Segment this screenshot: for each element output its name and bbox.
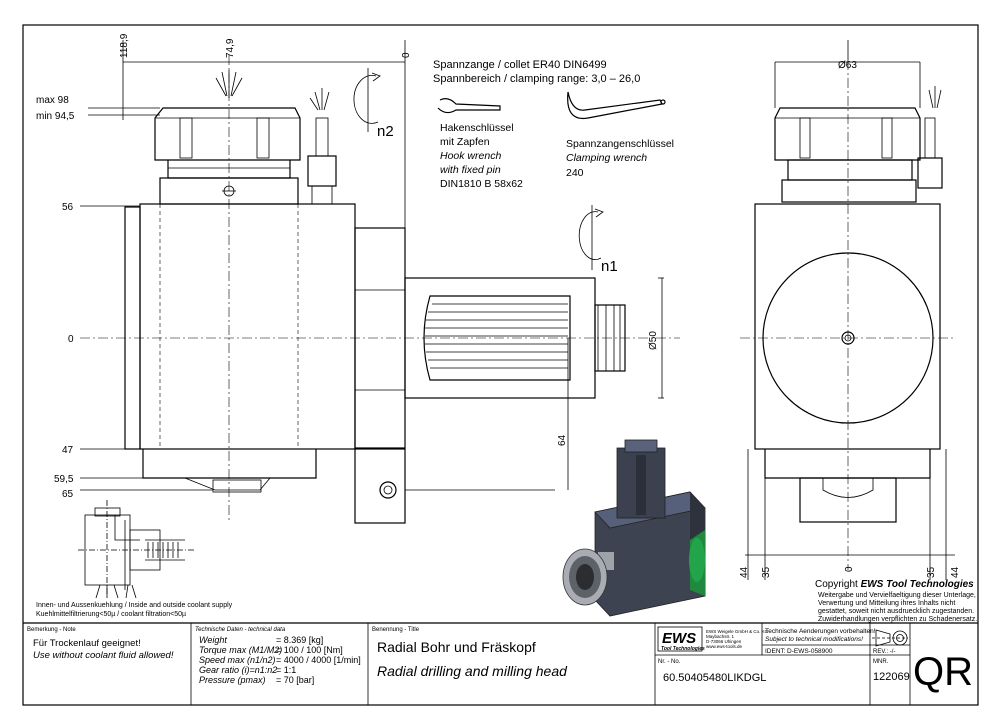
dim-dia50: Ø50: [648, 331, 659, 350]
copyright-line-3: gestattet, soweit nicht ausdruecklich zu…: [818, 608, 974, 615]
title-de: Radial Bohr und Fräskopf: [377, 639, 536, 655]
dim-br-35b: 35: [926, 566, 937, 578]
collet-note: Spannzange / collet ER40 DIN6499: [433, 59, 607, 71]
projection-symbol-icon: [872, 629, 908, 647]
tech-name-4: Pressure (pmax): [199, 675, 266, 685]
tech-label: Technische Daten - technical data: [195, 627, 286, 633]
copyright-title: Copyright EWS Tool Technologies: [815, 579, 974, 590]
ews-logo-sub: Tool Technologies: [661, 646, 705, 652]
nr-value: 60.50405480LIKDGL: [663, 672, 766, 684]
dim-1189: 118,9: [119, 33, 130, 58]
dim-0-top: 0: [401, 52, 412, 58]
remark-de: Für Trockenlauf geeignet!: [33, 638, 141, 649]
coolant-note-2: Kuehlmittelfiltrierung<50µ / coolant fil…: [36, 611, 186, 618]
copyright-line-4: Zuwiderhandlungen verpflichten zu Schade…: [818, 616, 977, 623]
tech-name-0: Weight: [199, 635, 227, 645]
dim-br-35a: 35: [761, 566, 772, 578]
clamping-wrench-l1: Spannzangenschlüssel: [566, 138, 674, 150]
tech-value-4: = 70 [bar]: [276, 675, 314, 685]
n2-label: n2: [377, 123, 394, 140]
company-line-1: EWS Weigele GmbH & Co. KG: [706, 629, 769, 634]
hook-wrench-l1: Hakenschlüssel: [440, 122, 514, 134]
dim-47: 47: [62, 445, 74, 456]
company-line-4: www.ews-tools.de: [706, 644, 743, 649]
clamping-wrench-icon: [567, 91, 666, 120]
coolant-note-1: Innen- und Aussenkuehlung / Inside and o…: [36, 602, 233, 609]
dim-64: 64: [557, 434, 568, 446]
tech-value-1: = 100 / 100 [Nm]: [276, 645, 343, 655]
ews-logo: EWS: [662, 630, 696, 647]
sheet-border: [22, 24, 979, 706]
rotation-n2-symbol: [353, 68, 381, 132]
hook-wrench-icon: [437, 98, 501, 114]
isometric-render: [562, 439, 706, 617]
dim-dia63: Ø63: [838, 60, 857, 71]
ews-logo-box: [657, 626, 703, 652]
dim-65: 65: [62, 489, 74, 500]
remark-label: Bemerkung - Note: [27, 627, 76, 633]
side-view: [740, 40, 955, 580]
company-line-3: D-73066 Uhingen: [706, 639, 742, 644]
n1-label: n1: [601, 258, 618, 275]
hook-wrench-l2: mit Zapfen: [440, 136, 490, 148]
dim-56: 56: [62, 202, 74, 213]
ident-label: IDENT:: [765, 648, 786, 655]
dim-0-left: 0: [68, 334, 74, 345]
dim-min945: min 94,5: [36, 111, 75, 122]
company-line-2: Maybachstr. 1: [706, 634, 735, 639]
tech-value-2: = 4000 / 4000 [1/min]: [276, 655, 361, 665]
remark-en: Use without coolant fluid allowed!: [33, 650, 174, 661]
tech-name-2: Speed max (n1/n2): [199, 655, 276, 665]
dim-br-0: 0: [844, 566, 855, 572]
title-en: Radial drilling and milling head: [377, 663, 568, 679]
ident-value: D-EWS-058900: [787, 648, 833, 655]
hook-wrench-l4: with fixed pin: [440, 164, 501, 176]
title-label: Benennung - Title: [372, 627, 420, 633]
tech-name-1: Torque max (M1/M2): [199, 645, 282, 655]
hook-wrench-l3: Hook wrench: [440, 150, 501, 162]
mnr-label: MNR.: [873, 659, 889, 665]
rotation-n1-symbol: [578, 205, 604, 270]
hook-wrench-l5: DIN1810 B 58x62: [440, 178, 523, 190]
front-view: [80, 55, 680, 524]
coolant-schematic: [78, 500, 195, 599]
dim-br-44b: 44: [950, 566, 961, 578]
rev-label: REV.: -/-: [873, 649, 895, 655]
dim-749: 74,9: [225, 38, 236, 58]
dim-595: 59,5: [54, 474, 74, 485]
clamping-range-note: Spannbereich / clamping range: 3,0 – 26,…: [433, 73, 640, 85]
dim-br-44a: 44: [739, 566, 750, 578]
qr-mark: QR: [913, 650, 973, 694]
clamping-wrench-l3: 240: [566, 167, 584, 179]
copyright-line-1: Weitergabe und Vervielfaeltigung dieser …: [818, 592, 976, 599]
dim-max98: max 98: [36, 95, 69, 106]
copyright-line-2: Verwertung und Mitteilung ihres Inhalts …: [818, 600, 955, 607]
tech-value-0: = 8.369 [kg]: [276, 635, 323, 645]
front-dimensions: [80, 40, 664, 491]
changes-de: Technische Aenderungen vorbehalten!: [765, 628, 876, 635]
tech-name-3: Gear ratio (i)=n1:n2: [199, 665, 277, 675]
changes-en: Subject to technical modifications!: [765, 636, 863, 643]
tech-value-3: = 1:1: [276, 665, 296, 675]
titleblock-grid: [190, 623, 911, 705]
mnr-value: 122069: [873, 671, 910, 683]
nr-label: Nr. - No.: [658, 659, 681, 665]
clamping-wrench-l2: Clamping wrench: [566, 152, 647, 164]
